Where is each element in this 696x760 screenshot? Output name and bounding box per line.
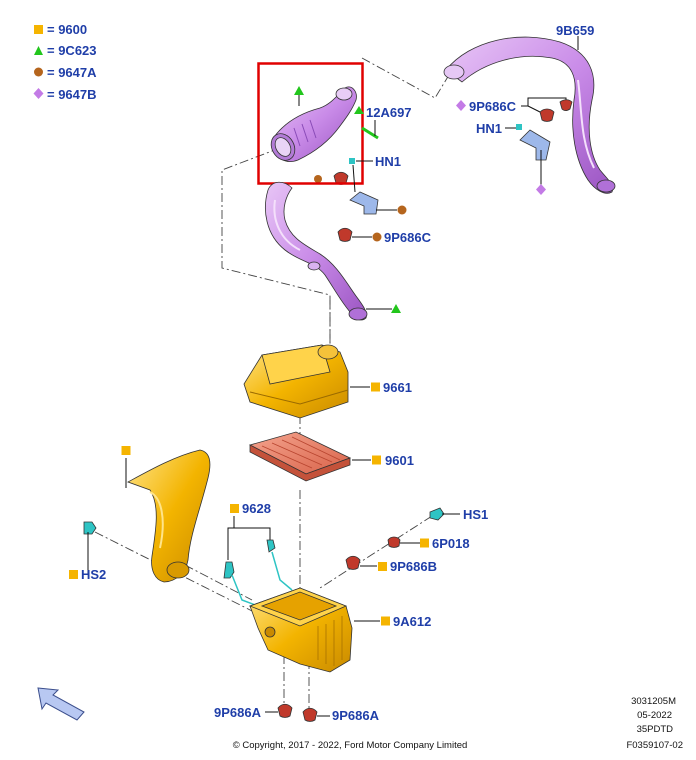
square-marker-icon <box>69 570 78 579</box>
callout-9628: 9628 <box>242 501 271 516</box>
triangle-marker-icon <box>34 46 43 55</box>
clip-hn1-left: HN1 <box>349 154 407 215</box>
code-line-4: F0359107-02 <box>626 740 683 751</box>
callout-9p686c-left: 9P686C <box>384 230 432 245</box>
callout-9601: 9601 <box>385 453 414 468</box>
callout-hn1-left: HN1 <box>375 154 401 169</box>
legend-label: = 9600 <box>47 22 87 37</box>
square-marker-icon <box>121 446 131 455</box>
diagram-codes: 3031205M 05-2022 35PDTD F0359107-02 <box>626 696 683 751</box>
air-box-housing-9a612: 9A612 <box>248 587 431 673</box>
callout-9b659: 9B659 <box>556 23 594 38</box>
legend-item-9c623: = 9C623 <box>34 43 97 58</box>
square-marker-icon <box>381 616 390 626</box>
triangle-marker-icon <box>354 106 364 114</box>
callout-9p686b: 9P686B <box>390 559 437 574</box>
legend-item-9647a: = 9647A <box>34 65 97 80</box>
grommet-9p686c-left: 9P686C <box>337 227 432 245</box>
triangle-marker-icon <box>294 86 304 95</box>
callout-9p686a-left: 9P686A <box>214 705 262 720</box>
tube-12a697: 12A697 <box>354 105 412 140</box>
grommets-9p686a: 9P686A 9P686A <box>214 703 380 723</box>
legend-item-9647b: = 9647B <box>33 87 97 102</box>
callout-9661: 9661 <box>383 380 412 395</box>
copyright-text: © Copyright, 2017 - 2022, Ford Motor Com… <box>233 740 468 751</box>
callout-9p686c-right: 9P686C <box>469 99 517 114</box>
square-marker-icon <box>378 562 387 571</box>
legend-label: = 9C623 <box>47 43 97 58</box>
legend-item-9600: = 9600 <box>34 22 87 37</box>
clamp-hs2: HS2 <box>69 521 106 582</box>
callout-hs1: HS1 <box>463 507 488 522</box>
callout-9a612: 9A612 <box>393 614 431 629</box>
code-line-3: 35PDTD <box>637 724 674 735</box>
legend: = 9600 = 9C623 = 9647A = 9647B <box>33 22 97 102</box>
intake-tube-highlighted <box>270 86 357 185</box>
circle-marker-icon <box>34 67 43 77</box>
filter-element-9601: 9601 <box>248 431 414 482</box>
hose-9628: 9628 <box>223 501 293 607</box>
triangle-marker-icon <box>391 304 401 313</box>
diamond-marker-icon <box>33 88 44 99</box>
code-line-2: 05-2022 <box>637 710 672 721</box>
arrow-up-left-icon <box>37 687 85 721</box>
right-clip-group: 9P686C HN1 <box>456 97 573 195</box>
callout-9p686a-right: 9P686A <box>332 708 380 723</box>
resonator-9661: 9661 <box>243 344 412 419</box>
air-duct-middle <box>265 181 401 321</box>
right-lower-callouts: HS1 6P018 9P686B <box>345 507 488 574</box>
square-marker-icon <box>34 25 43 34</box>
code-line-1: 3031205M <box>631 696 676 707</box>
callout-hs2: HS2 <box>81 567 106 582</box>
square-marker-icon <box>372 455 381 465</box>
callout-hn1-right: HN1 <box>476 121 502 136</box>
air-duct-9b659 <box>443 36 616 194</box>
callout-6p018: 6P018 <box>432 536 470 551</box>
diamond-marker-icon <box>536 184 546 195</box>
legend-label: = 9647B <box>47 87 97 102</box>
callout-12a697: 12A697 <box>366 105 412 120</box>
square-marker-icon <box>230 504 239 513</box>
inlet-duct-left <box>121 446 211 583</box>
diamond-marker-icon <box>456 100 466 111</box>
square-marker-icon <box>371 382 380 392</box>
square-marker-icon <box>420 538 429 548</box>
highlight-box <box>257 62 364 185</box>
legend-label: = 9647A <box>47 65 97 80</box>
